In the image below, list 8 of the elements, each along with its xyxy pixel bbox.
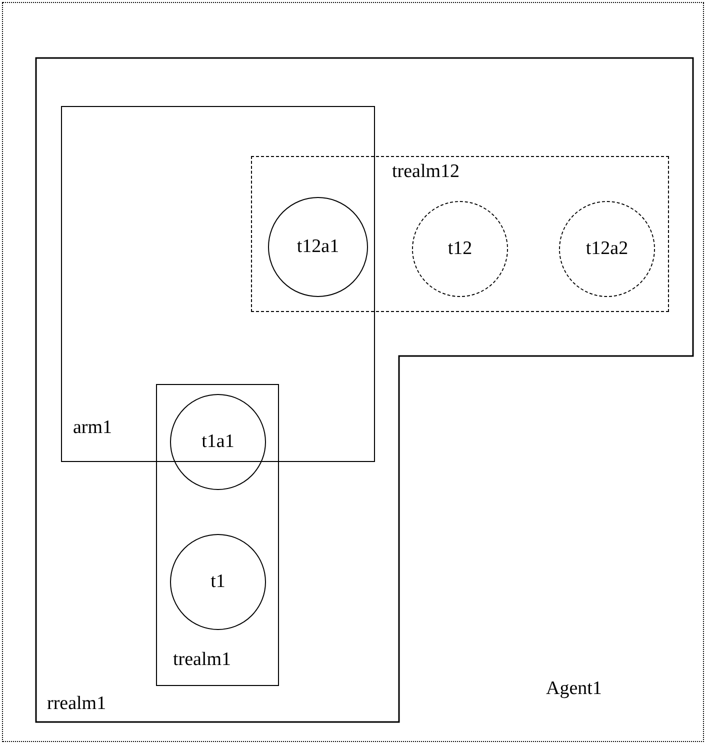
realm-boundary [251, 156, 669, 312]
region-label: trealm12 [392, 162, 460, 181]
region-label: rrealm1 [47, 694, 106, 713]
region-label: Agent1 [546, 679, 602, 698]
region-label: trealm1 [173, 650, 232, 669]
realm-boundary [156, 384, 279, 686]
region-label: arm1 [73, 418, 112, 437]
arm-boundary [61, 106, 375, 462]
